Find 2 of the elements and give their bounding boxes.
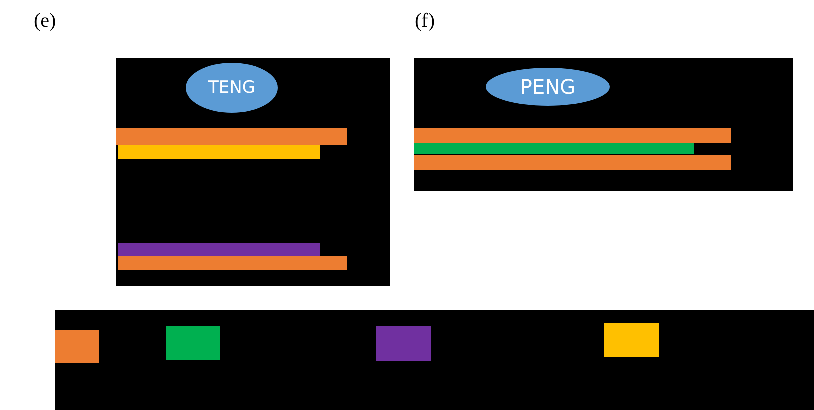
panel-label: (f) [415,10,435,33]
panel-label: (e) [34,10,56,33]
